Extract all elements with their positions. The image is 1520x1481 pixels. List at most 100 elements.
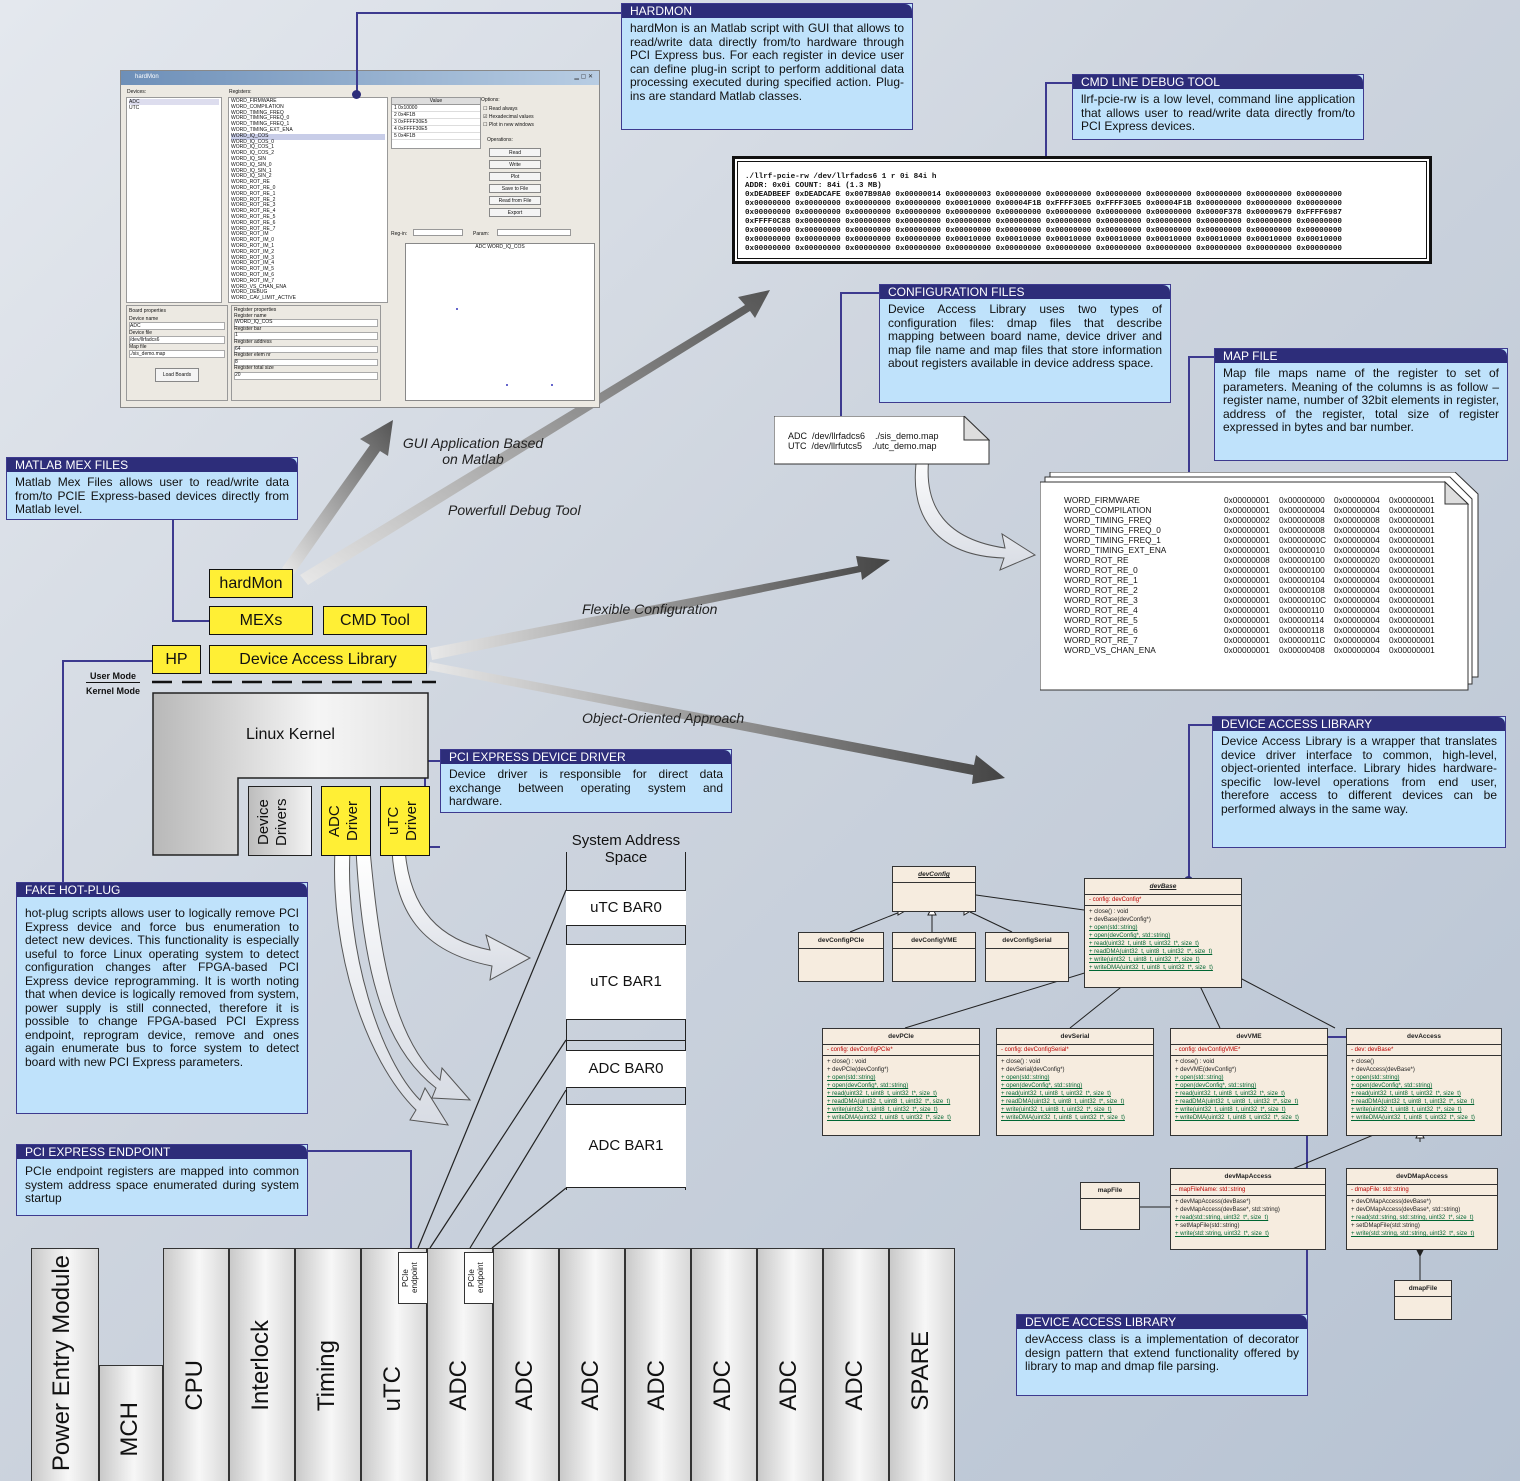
register-item[interactable]: WORD_ROT_RE_3 (231, 202, 276, 209)
device-file-field[interactable]: /dev/llrfadcs6 (129, 336, 225, 344)
register-item[interactable]: WORD_ROT_IM_7 (231, 277, 275, 284)
terminal-output: ./llrf-pcie-rw /dev/llrfadcs6 1 r 0i 84i… (732, 156, 1432, 264)
uml-mapfile: mapFile (1080, 1182, 1140, 1230)
register-item[interactable]: WORD_VS_CHAN_ENA (231, 283, 287, 290)
operation-button[interactable]: Save to File (489, 184, 541, 193)
row-value[interactable]: 0x4F1B (398, 112, 416, 118)
register-item[interactable]: WORD_ROT_RE_2 (231, 196, 276, 203)
register-item[interactable]: WORD_IQ_COS_1 (231, 144, 275, 151)
callout-title: HARDMON (622, 4, 912, 18)
row-value[interactable]: 0x10000 (398, 105, 418, 111)
register-item[interactable]: WORD_TIMING_FREQ_0 (231, 115, 290, 122)
register-item[interactable]: WORD_ROT_IM_3 (231, 254, 275, 261)
operation-button[interactable]: Read (489, 148, 541, 157)
row-value[interactable]: 0xFFFF30E5 (398, 119, 428, 125)
devices-list[interactable]: ADC UTC (126, 97, 222, 303)
uml-class-name: devDMapAccess (1347, 1169, 1497, 1185)
uml-method: + write(uint32_t, uint8_t, uint32_t*, si… (1351, 1107, 1462, 1113)
param-input[interactable] (497, 229, 571, 236)
register-item[interactable]: WORD_CAV_LIMIT_ACTIVE (231, 295, 296, 302)
value-row[interactable]: 1 0x10000 (392, 105, 480, 112)
option-checkbox[interactable]: ☑ Hexadecimal values (483, 113, 557, 121)
device-name-field[interactable]: ADC (129, 322, 225, 330)
reg-bar-field[interactable]: 1 (234, 332, 378, 340)
terminal-line: ./llrf-pcie-rw /dev/llrfadcs6 1 r 0i 84i… (745, 173, 937, 181)
register-item[interactable]: WORD_ROT_IM_4 (231, 260, 275, 267)
arrow-adc-bar (334, 849, 449, 1126)
register-item[interactable]: WORD_FIRMWARE (231, 98, 277, 104)
window-controls[interactable]: ▁ ▢ ✕ (574, 74, 593, 80)
operation-button[interactable]: Write (489, 160, 541, 169)
register-item[interactable]: WORD_ROT_RE_1 (231, 190, 276, 197)
map-cell: 0x00000118 (1279, 625, 1325, 635)
load-boards-button[interactable]: Load Boards (155, 368, 199, 382)
operation-button[interactable]: Read from File (489, 196, 541, 205)
device-item[interactable]: ADC (129, 99, 219, 105)
register-item[interactable]: WORD_ROT_IM_0 (231, 237, 275, 244)
register-item[interactable]: WORD_IQ_COS_0 (231, 138, 275, 145)
value-row[interactable]: 5 0x4F1B (392, 133, 480, 140)
checkbox-box[interactable]: ☑ (483, 114, 489, 120)
callout-body: llrf-pcie-rw is a low level, command lin… (1081, 92, 1355, 133)
register-item[interactable]: WORD_ROT_IM (231, 231, 269, 238)
uml-devserial: devSerial- config: devConfigSerial*+ clo… (996, 1028, 1154, 1136)
map-file-field[interactable]: ./sis_demo.map (129, 350, 225, 358)
map-cell: WORD_VS_CHAN_ENA (1064, 645, 1156, 655)
register-item[interactable]: WORD_DEBUG (231, 289, 268, 296)
option-checkbox[interactable]: ☐ Plot in new windows (483, 121, 557, 129)
map-cell: 0x00000001 (1389, 615, 1435, 625)
value-row[interactable]: 4 0xFFFF30E5 (392, 126, 480, 133)
register-item[interactable]: WORD_TIMING_FREQ (231, 109, 284, 116)
uml-devconfig: devConfig (892, 866, 976, 912)
map-cell: 0x00000008 (1279, 525, 1325, 535)
map-cell: 0x00000114 (1279, 615, 1325, 625)
value-row[interactable]: 3 0xFFFF30E5 (392, 119, 480, 126)
register-item[interactable]: WORD_ROT_RE_6 (231, 219, 276, 226)
reg-addr-field[interactable]: 64 (234, 345, 378, 354)
register-item[interactable]: WORD_IQ_COS_2 (231, 150, 275, 157)
register-item[interactable]: WORD_ROT_RE (231, 179, 270, 186)
device-item[interactable]: UTC (129, 105, 140, 111)
uml-methods: + close()+ devAccess(devBase*)+ open(std… (1347, 1056, 1501, 1124)
checkbox-box[interactable]: ☐ (483, 106, 489, 112)
value-row[interactable]: 2 0x4F1B (392, 112, 480, 119)
operation-button[interactable]: Plot (489, 172, 541, 181)
row-value[interactable]: 0xFFFF30E5 (398, 126, 428, 132)
register-item[interactable]: WORD_ROT_IM_1 (231, 242, 275, 249)
option-label: Hexadecimal values (488, 114, 534, 120)
reg-elem-field[interactable]: 8 (234, 358, 378, 367)
operation-button[interactable]: Export (489, 208, 541, 217)
register-item[interactable]: WORD_ROT_RE_5 (231, 213, 276, 220)
register-item[interactable]: WORD_IQ_SIN_0 (231, 161, 272, 168)
uml-attribute: - mapFileName: std::string (1171, 1185, 1325, 1196)
register-item[interactable]: WORD_IQ_COS (231, 133, 385, 140)
uml-method: + write(uint32_t, uint8_t, uint32_t*, si… (827, 1107, 938, 1113)
register-item[interactable]: WORD_IQ_SIN_1 (231, 167, 272, 174)
register-item[interactable]: WORD_ROT_IM_5 (231, 266, 275, 273)
uml-method: + open(std::string) (1351, 1075, 1400, 1081)
plugin-input[interactable] (413, 229, 463, 236)
map-cell: 0x00000008 (1224, 555, 1270, 565)
register-item[interactable]: WORD_ROT_RE_0 (231, 184, 276, 191)
register-item[interactable]: WORD_IQ_SIN_2 (231, 173, 272, 180)
row-value[interactable]: 0x4F1B (398, 133, 416, 139)
register-item[interactable]: WORD_COMPILATION (231, 103, 284, 110)
reg-name-field[interactable]: WORD_IQ_COS (234, 319, 378, 327)
option-checkbox[interactable]: ☐ Read always (483, 105, 557, 113)
callout-body: Device driver is responsible for direct … (449, 767, 723, 808)
row-number: 3 (394, 119, 399, 125)
uml-method: + write(uint32_t, uint8_t, uint32_t*, si… (1001, 1107, 1112, 1113)
register-item[interactable]: WORD_ROT_IM_6 (231, 271, 275, 278)
reg-size-field[interactable]: 20 (234, 371, 378, 380)
map-cell: 0x00000104 (1279, 575, 1325, 585)
register-item[interactable]: WORD_ROT_IM_2 (231, 248, 275, 255)
register-item[interactable]: WORD_IQ_SIN (231, 155, 267, 162)
register-item[interactable]: WORD_TIMING_EXT_ENA (231, 126, 293, 133)
checkbox-box[interactable]: ☐ (483, 122, 489, 128)
register-item[interactable]: WORD_TIMING_FREQ_1 (231, 121, 290, 128)
register-item[interactable]: WORD_ROT_RE_4 (231, 208, 276, 215)
register-item[interactable]: WORD_ROT_RE_7 (231, 225, 276, 232)
